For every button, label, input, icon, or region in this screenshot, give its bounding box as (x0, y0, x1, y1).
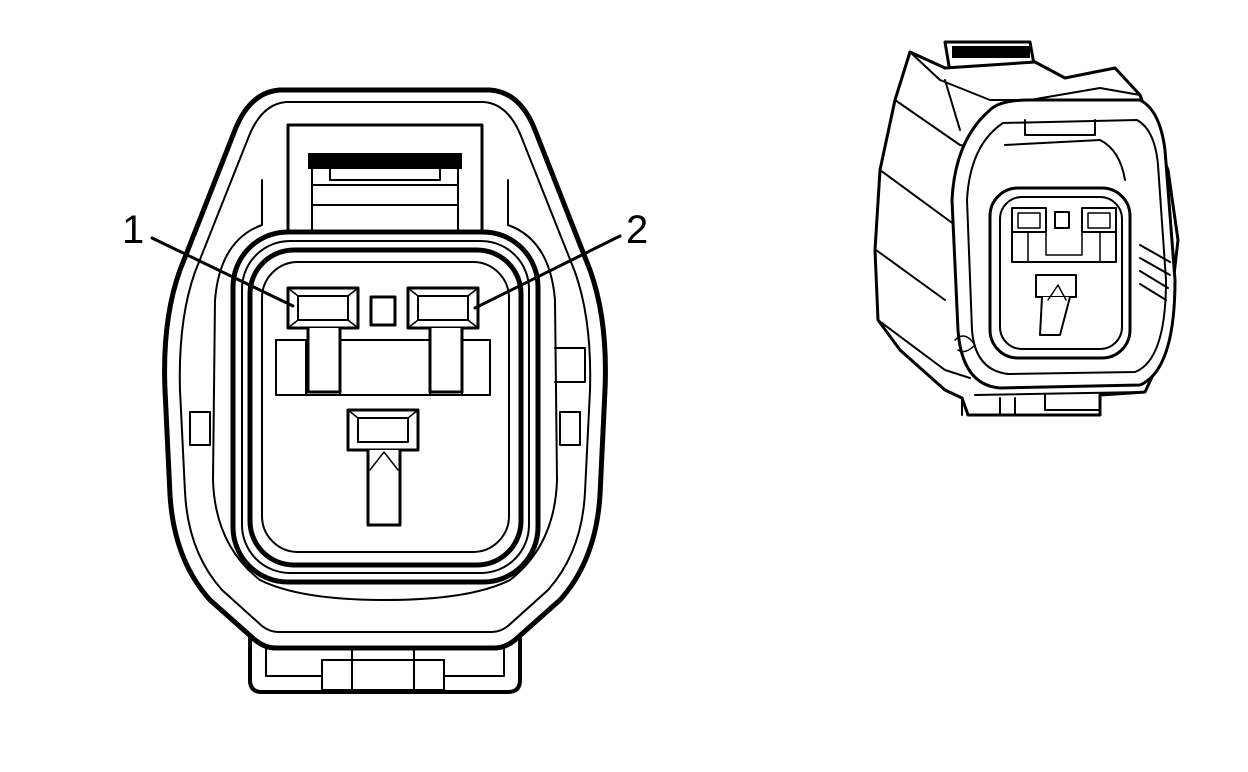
callout-1-leader (150, 236, 295, 308)
callout-2-label: 2 (626, 208, 648, 252)
terminal-2 (406, 286, 480, 394)
callout-2-leader (473, 234, 622, 310)
connector-isometric-view (873, 40, 1180, 417)
top-locking-lever (286, 123, 484, 242)
callout-1-label: 1 (122, 208, 144, 252)
terminal-lock-key (346, 408, 420, 527)
connector-front-view: 1 2 (122, 87, 648, 694)
polarizing-key (369, 295, 397, 327)
terminal-1 (286, 286, 360, 394)
